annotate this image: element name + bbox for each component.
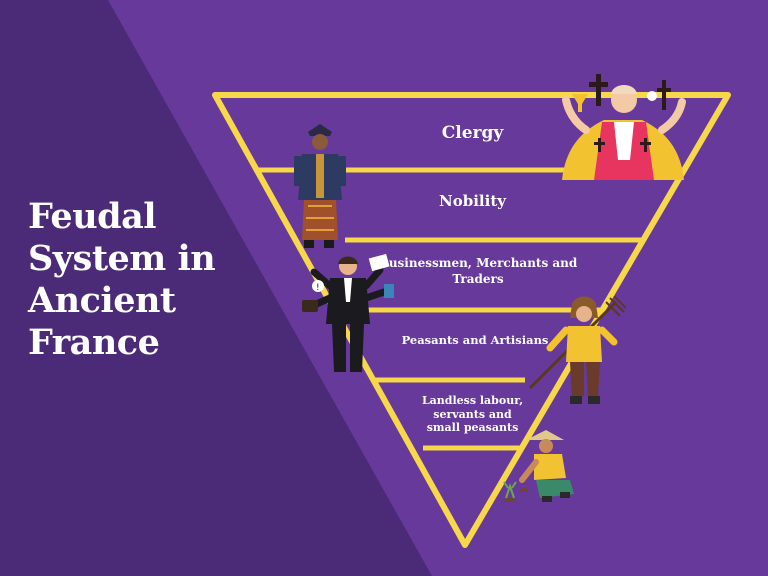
title-line-2: System in — [28, 238, 216, 279]
tier-label-landless: Landless labour, servants and small peas… — [410, 394, 535, 435]
tier-label-landless-line-3: small peasants — [426, 421, 519, 434]
page-title: Feudal System in Ancient France — [28, 196, 228, 364]
tier-label-landless-line-2: servants and — [433, 407, 512, 421]
businessman-figure-icon: ! — [302, 253, 394, 372]
left-panel — [0, 0, 432, 576]
tier-label-peasants: Peasants and Artisians — [401, 333, 549, 347]
tier-label-merchants-line-1: Businessmen, Merchants and — [378, 256, 578, 270]
farmer-figure-icon — [503, 430, 574, 502]
nobility-figure-icon — [294, 124, 346, 248]
peasant-figure-icon — [528, 296, 626, 404]
title-line-4: France — [28, 322, 160, 363]
tier-label-merchants: Businessmen, Merchants and Traders — [378, 255, 578, 287]
title-line-1: Feudal — [28, 196, 157, 237]
title-line-3: Ancient — [28, 280, 176, 321]
tier-label-landless-line-1: Landless labour, — [421, 394, 524, 407]
tier-label-merchants-line-2: Traders — [452, 272, 504, 286]
tier-label-nobility: Nobility — [439, 192, 506, 210]
svg-text:!: ! — [316, 283, 320, 293]
clergy-figure-icon — [562, 74, 686, 180]
tier-label-clergy: Clergy — [441, 123, 504, 143]
